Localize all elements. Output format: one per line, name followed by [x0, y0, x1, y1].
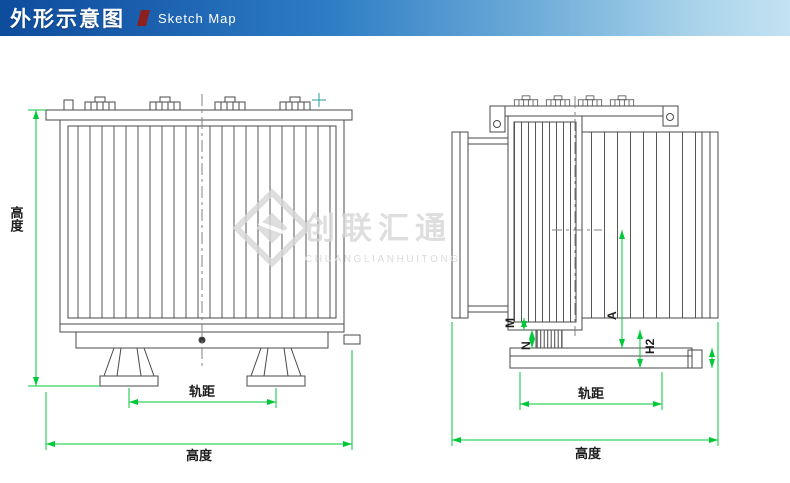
vent-plug-cross-icon [312, 93, 326, 107]
side-right-fins [581, 131, 703, 319]
drawing-area: 高度 轨距 高度 [0, 36, 790, 483]
side-gauge-dim-label: 轨距 [578, 386, 604, 401]
side-lid [504, 105, 664, 117]
bushing-icon [214, 96, 246, 111]
page-title: 外形示意图 [10, 8, 125, 31]
front-gauge-dim-label: 轨距 [189, 384, 215, 399]
watermark-en-text: CHUANGLIANHUITONG [305, 254, 461, 265]
front-lid [45, 109, 353, 121]
front-right-support [246, 347, 306, 387]
front-left-support [99, 347, 159, 387]
side-tank-fins [513, 121, 577, 323]
front-view-dimensions [28, 109, 353, 450]
front-view [45, 93, 361, 387]
side-left-panel [451, 131, 508, 319]
side-view-dimensions [451, 230, 719, 446]
front-valve [343, 334, 361, 345]
bushing-icon [84, 96, 116, 111]
front-height-dim-label: 高度 [9, 205, 24, 233]
side-base-plate [509, 347, 703, 369]
sketch-map-drawing: 高度 轨距 高度 [9, 93, 719, 463]
front-lid-pin [63, 99, 74, 111]
watermark-diamond-logo-icon [232, 188, 312, 268]
bushing-icon [149, 96, 181, 111]
page-subtitle: Sketch Map [158, 10, 237, 26]
side-m-dim-label: M [503, 318, 517, 328]
side-view [451, 95, 719, 369]
watermark: 创联汇通 CHUANGLIANHUITONG [232, 188, 461, 268]
header-accent-mark [137, 10, 150, 26]
bushing-icon [577, 95, 603, 107]
side-a-dim-label: A [605, 311, 619, 320]
bushing-icon [545, 95, 571, 107]
side-right-panel [701, 131, 719, 319]
bushing-icon [279, 96, 311, 111]
bushing-icon [513, 95, 539, 107]
bushing-icon [609, 95, 635, 107]
side-right-lug [662, 105, 679, 127]
side-h2-dim-label: H2 [643, 338, 657, 354]
front-bottom-dim-label: 高度 [186, 448, 213, 463]
side-n-dim-label: N [519, 341, 533, 350]
side-left-lug [489, 105, 506, 133]
side-base-step [535, 329, 563, 349]
header-banner: 外形示意图 Sketch Map [0, 0, 790, 36]
watermark-cn-text: 创联汇通 [303, 211, 452, 246]
side-bottom-dim-label: 高度 [575, 446, 602, 461]
